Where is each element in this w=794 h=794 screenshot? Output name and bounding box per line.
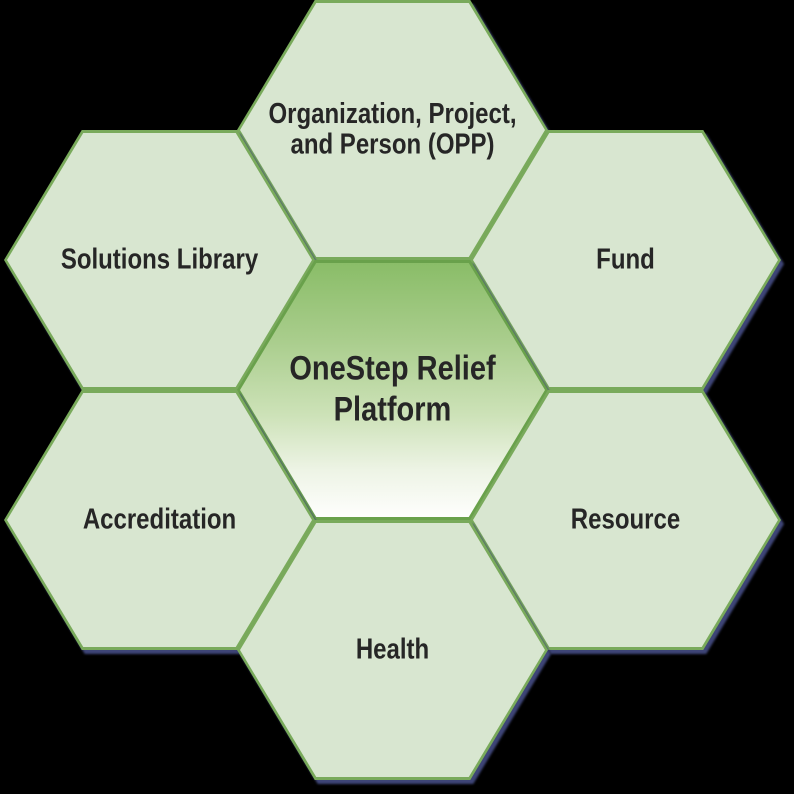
hexagon-health-label: Health <box>355 633 430 666</box>
hexagon-opp: Organization, Project, and Person (OPP) <box>237 0 548 260</box>
hexagon-center-platform-fill <box>240 263 545 517</box>
hexagon-solutions-library: Solutions Library <box>4 130 315 390</box>
hexagon-opp-fill <box>240 3 545 257</box>
hexagon-fund-label: Fund <box>596 243 655 276</box>
hexagon-resource-label: Resource <box>570 503 681 536</box>
hexagon-accreditation-label: Accreditation <box>82 503 237 536</box>
hexagon-solutions-library-label: Solutions Library <box>60 243 259 276</box>
hexagon-health: Health <box>237 520 548 780</box>
hexagon-center-platform-label: OneStep Relief Platform <box>289 350 496 429</box>
hexagon-opp-label: Organization, Project, and Person (OPP) <box>268 98 517 161</box>
hexagon-fund: Fund <box>470 130 781 390</box>
